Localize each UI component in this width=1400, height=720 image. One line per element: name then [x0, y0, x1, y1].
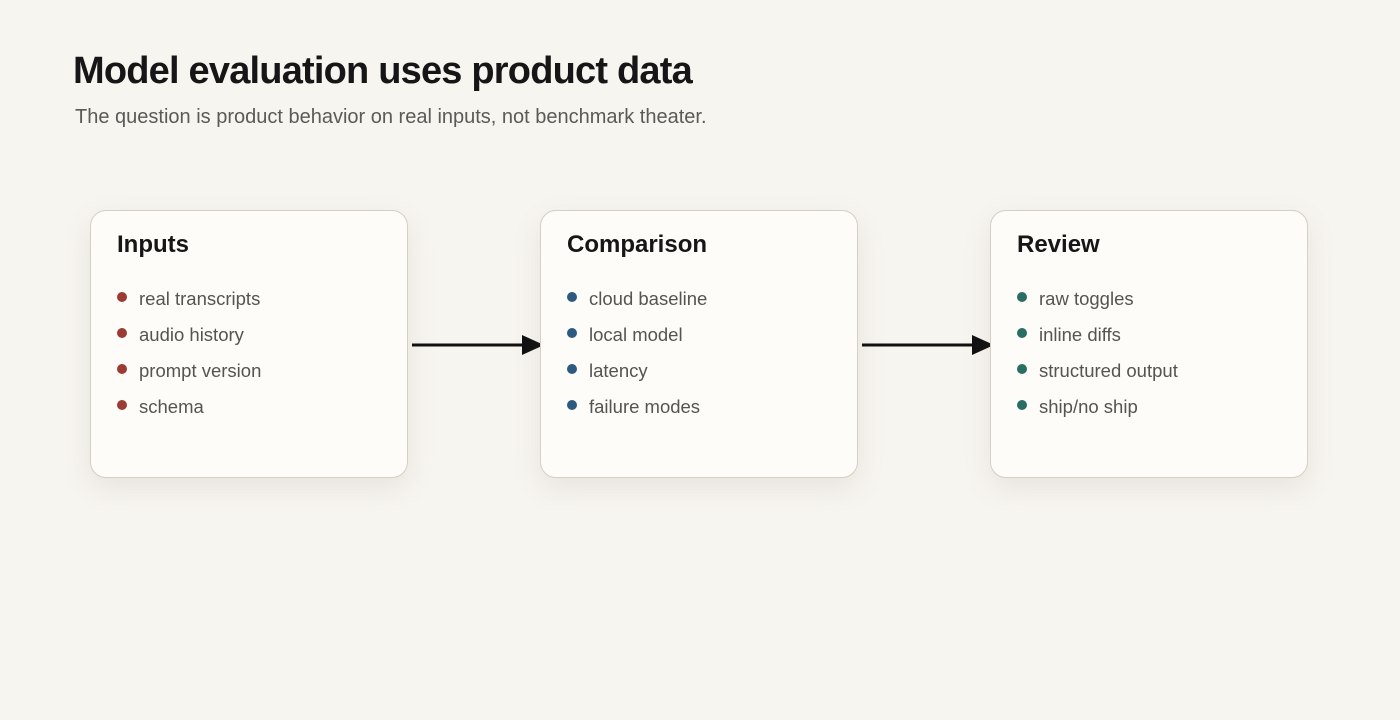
list-item: real transcripts: [117, 281, 261, 317]
bullet-dot-icon: [567, 400, 577, 410]
item-label: schema: [139, 396, 204, 417]
card-title: Review: [1017, 231, 1100, 258]
item-label: prompt version: [139, 360, 262, 381]
item-label: raw toggles: [1039, 288, 1134, 309]
list-item: prompt version: [117, 353, 261, 389]
list-item: local model: [567, 317, 707, 353]
bullet-dot-icon: [117, 364, 127, 374]
comparison-list: cloud baseline local model latency failu…: [567, 281, 707, 425]
bullet-dot-icon: [1017, 400, 1027, 410]
list-item: schema: [117, 389, 261, 425]
item-label: structured output: [1039, 360, 1178, 381]
item-label: ship/no ship: [1039, 396, 1138, 417]
item-label: real transcripts: [139, 288, 261, 309]
list-item: cloud baseline: [567, 281, 707, 317]
page-title: Model evaluation uses product data: [73, 50, 693, 92]
bullet-dot-icon: [567, 292, 577, 302]
list-item: failure modes: [567, 389, 707, 425]
item-label: failure modes: [589, 396, 701, 417]
bullet-dot-icon: [117, 292, 127, 302]
page-subtitle: The question is product behavior on real…: [75, 106, 707, 128]
item-label: cloud baseline: [589, 288, 708, 309]
list-item: structured output: [1017, 353, 1178, 389]
card-title: Inputs: [117, 231, 189, 258]
item-label: audio history: [139, 324, 244, 345]
list-item: audio history: [117, 317, 261, 353]
bullet-dot-icon: [117, 400, 127, 410]
inputs-list: real transcripts audio history prompt ve…: [117, 281, 261, 425]
bullet-dot-icon: [1017, 328, 1027, 338]
review-card: Review raw toggles inline diffs structur…: [990, 210, 1308, 478]
arrow-right-icon: [862, 335, 994, 355]
bullet-dot-icon: [567, 364, 577, 374]
bullet-dot-icon: [567, 328, 577, 338]
item-label: latency: [589, 360, 648, 381]
list-item: raw toggles: [1017, 281, 1178, 317]
list-item: ship/no ship: [1017, 389, 1178, 425]
item-label: local model: [589, 324, 683, 345]
bullet-dot-icon: [1017, 364, 1027, 374]
list-item: latency: [567, 353, 707, 389]
item-label: inline diffs: [1039, 324, 1121, 345]
arrow-right-icon: [412, 335, 544, 355]
list-item: inline diffs: [1017, 317, 1178, 353]
inputs-card: Inputs real transcripts audio history pr…: [90, 210, 408, 478]
comparison-card: Comparison cloud baseline local model la…: [540, 210, 858, 478]
bullet-dot-icon: [1017, 292, 1027, 302]
bullet-dot-icon: [117, 328, 127, 338]
review-list: raw toggles inline diffs structured outp…: [1017, 281, 1178, 425]
card-title: Comparison: [567, 231, 708, 258]
